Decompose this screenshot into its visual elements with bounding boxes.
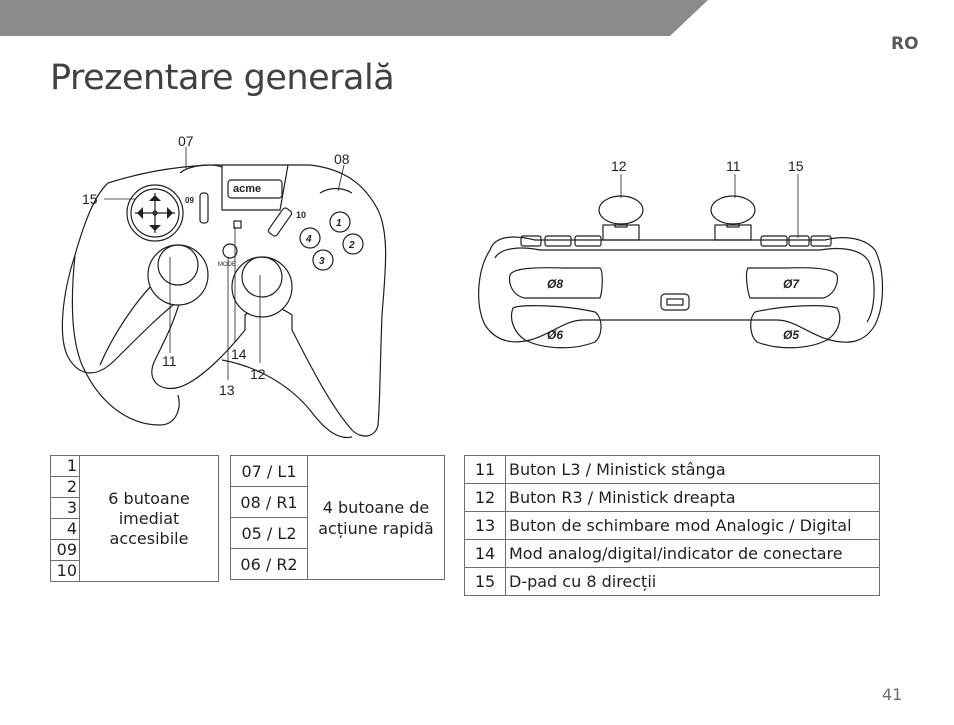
table-cell-description: D-pad cu 8 direcții	[505, 567, 880, 596]
table-shoulder-buttons: 07 / L1 4 butoane de acțiune rapidă 08 /…	[230, 455, 445, 580]
shoulder-label-08: Ø8	[547, 277, 563, 291]
callout-15: 15	[82, 191, 98, 207]
table-row: 13 Buton de schimbare mod Analogic / Dig…	[464, 511, 880, 540]
callout-12: 12	[250, 366, 266, 382]
gamepad-front-diagram: 09 acme MODE 10 1 2 3 4 07 08 15 11 14 1…	[61, 133, 387, 439]
callout-13: 13	[219, 382, 235, 398]
table-cell-number: 1	[50, 455, 80, 477]
table-row: 15 D-pad cu 8 direcții	[464, 567, 880, 596]
table-cell-number: 2	[50, 476, 80, 498]
table-cell-description: Mod analog/digital/indicator de conectar…	[505, 539, 880, 568]
face-button-2: 2	[348, 240, 355, 251]
table-cell-code: 06 / R2	[230, 548, 308, 580]
button-09-label: 09	[185, 196, 194, 205]
callout-11: 11	[162, 353, 177, 369]
table-cell-number: 4	[50, 518, 80, 540]
table-cell-number: 10	[50, 560, 80, 582]
table-row: 09	[50, 539, 219, 561]
table-cell-description: Buton R3 / Ministick dreapta	[505, 483, 880, 512]
face-button-4: 4	[305, 234, 312, 245]
table-face-buttons: 1 6 butoane imediat accesibile 2 3 4 09 …	[50, 455, 219, 582]
table-cell-code: 08 / R1	[230, 486, 308, 518]
gamepad-top-diagram: Ø8 Ø7 Ø6 Ø5 12 11 15	[478, 158, 884, 349]
page-number: 41	[882, 685, 903, 704]
page-title: Prezentare generală	[50, 58, 395, 98]
table-cell-number: 09	[50, 539, 80, 561]
button-10-label: 10	[296, 210, 306, 220]
table-cell-number: 12	[464, 483, 506, 512]
mode-label: MODE	[218, 262, 236, 268]
acme-logo: acme	[233, 183, 261, 195]
callout-top-11: 11	[726, 158, 741, 174]
table-row: 10	[50, 560, 219, 582]
table-cell-description: Buton L3 / Ministick stânga	[505, 455, 880, 484]
table-row: 05 / L2	[230, 517, 445, 549]
table-row: 11 Buton L3 / Ministick stânga	[464, 455, 880, 484]
shoulder-label-05: Ø5	[783, 328, 799, 342]
table-row: 06 / R2	[230, 548, 445, 580]
callout-14: 14	[231, 346, 247, 362]
table-cell-code: 07 / L1	[230, 455, 308, 487]
callout-top-12: 12	[611, 158, 627, 174]
table-row: 12 Buton R3 / Ministick dreapta	[464, 483, 880, 512]
table-row: 14 Mod analog/digital/indicator de conec…	[464, 539, 880, 568]
face-button-3: 3	[319, 256, 325, 267]
table-other-controls: 11 Buton L3 / Ministick stânga 12 Buton …	[464, 455, 880, 596]
shoulder-label-06: Ø6	[547, 328, 563, 342]
callout-top-15: 15	[788, 158, 804, 174]
table-row: 1 6 butoane imediat accesibile	[50, 455, 219, 582]
table-row: 07 / L1 4 butoane de acțiune rapidă	[230, 455, 445, 580]
table-cell-number: 3	[50, 497, 80, 519]
table-cell-description: Buton de schimbare mod Analogic / Digita…	[505, 511, 880, 540]
table-cell-number: 11	[464, 455, 506, 484]
callout-08: 08	[334, 151, 350, 167]
table-cell-number: 14	[464, 539, 506, 568]
header-band	[0, 0, 708, 36]
table-cell-number: 15	[464, 567, 506, 596]
language-code: RO	[891, 34, 919, 54]
table-row: 08 / R1	[230, 486, 445, 518]
table-cell-number: 13	[464, 511, 506, 540]
callout-07: 07	[178, 133, 194, 149]
shoulder-label-07: Ø7	[783, 277, 800, 291]
table-cell-description: 4 butoane de acțiune rapidă	[307, 455, 445, 580]
table-cell-code: 05 / L2	[230, 517, 308, 549]
table-cell-description: 6 butoane imediat accesibile	[79, 455, 219, 582]
face-button-1: 1	[336, 218, 342, 229]
